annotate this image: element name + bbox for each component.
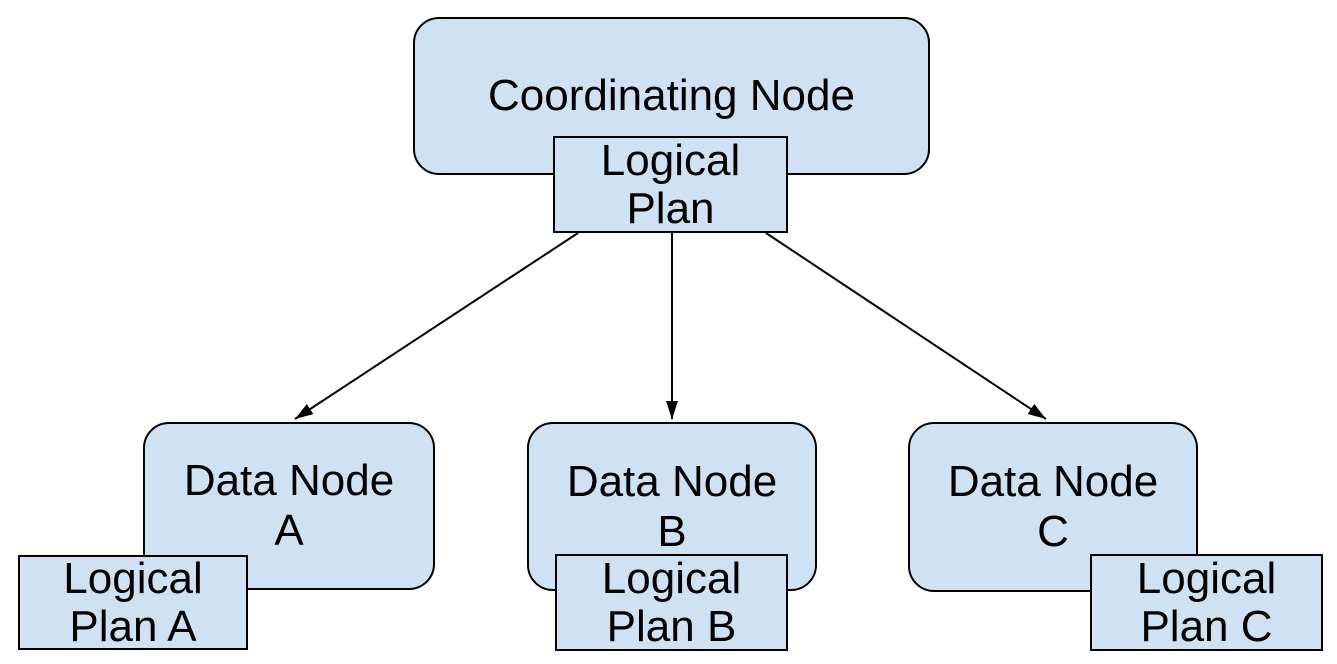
logical-plan-a-label-line1: Logical (63, 553, 203, 603)
logical-plan-c-box: Logical Plan C (1090, 554, 1323, 651)
data-node-b-label-line1: Data Node (566, 456, 778, 506)
logical-plan-a-label-line2: Plan A (69, 601, 197, 651)
logical-plan-a-box: Logical Plan A (18, 553, 248, 651)
logical-plan-b-label-line1: Logical (601, 553, 742, 603)
data-node-b-label-line2: B (657, 506, 687, 556)
logical-plan-b-box: Logical Plan B (555, 554, 788, 651)
logical-plan-c-label-line2: Plan C (1140, 601, 1273, 651)
data-node-c-label-line1: Data Node (947, 457, 1159, 506)
logical-plan-b-label-line2: Plan B (606, 601, 737, 651)
data-node-a-label-line2: A (274, 506, 304, 555)
coordinating-node-label: Coordinating Node (488, 71, 855, 120)
coordinating-node: Coordinating Node (413, 17, 930, 175)
arrow-plan-to-data-node-c (765, 232, 1047, 420)
logical-plan-c-label-line1: Logical (1136, 553, 1277, 603)
logical-plan-label-line1: Logical (600, 135, 741, 185)
data-node-c: Data Node C (908, 422, 1198, 592)
logical-plan-box: Logical Plan (553, 136, 788, 233)
data-node-c-label-line2: C (1037, 507, 1069, 556)
data-node-a-label-line1: Data Node (183, 456, 395, 505)
logical-plan-label-line2: Plan (626, 183, 715, 233)
arrow-plan-to-data-node-a (294, 232, 579, 420)
